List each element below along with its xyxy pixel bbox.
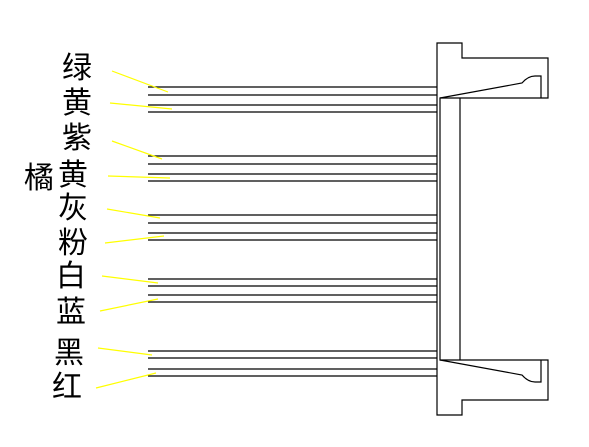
leader-line-gray xyxy=(106,208,161,219)
wire-pair-1 xyxy=(148,86,437,113)
leader-line-purple xyxy=(111,140,163,160)
label-yellow-2: 黄 xyxy=(58,158,88,193)
label-pink: 粉 xyxy=(58,226,88,261)
connector-latches xyxy=(439,75,542,383)
label-black: 黑 xyxy=(54,336,84,371)
leader-line-green xyxy=(111,70,169,93)
label-white: 白 xyxy=(56,259,86,294)
label-yellow-1: 黄 xyxy=(62,86,92,121)
label-green: 绿 xyxy=(62,51,92,86)
connector-body-outline xyxy=(436,42,549,416)
label-gray: 灰 xyxy=(58,191,88,226)
wire-pair-2 xyxy=(148,155,437,182)
leader-line-blue xyxy=(99,298,159,312)
leader-line-yellow-1 xyxy=(109,102,173,110)
leader-line-red xyxy=(95,372,157,389)
bottom-latch xyxy=(439,359,542,383)
leader-lines xyxy=(95,70,173,389)
leader-line-white xyxy=(101,275,159,284)
top-latch xyxy=(439,75,542,99)
label-red: 红 xyxy=(52,370,82,405)
label-orange: 橘 xyxy=(24,161,54,196)
leader-line-yellow-2 xyxy=(107,175,171,179)
connector-housing xyxy=(436,42,549,416)
label-blue: 蓝 xyxy=(56,295,86,330)
wire-pair-4 xyxy=(148,278,437,303)
wire-pair-3 xyxy=(148,214,437,241)
leader-line-pink xyxy=(104,235,165,244)
wire-pair-5 xyxy=(148,350,437,377)
label-purple: 紫 xyxy=(62,121,92,156)
leader-line-black xyxy=(97,347,153,356)
